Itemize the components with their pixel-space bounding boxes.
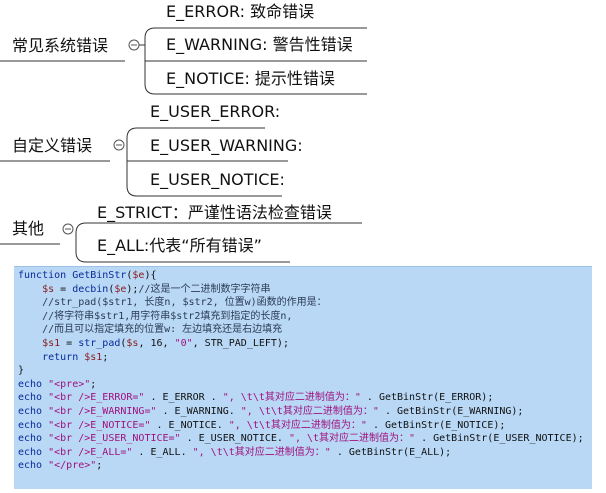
code-token: "</pre>" — [48, 460, 97, 472]
code-token: "<pre>" — [48, 378, 91, 390]
code-line: echo "<br />E_ERROR=" . E_ERROR . ", \t\… — [18, 391, 592, 405]
code-line: echo "<pre>"; — [18, 378, 592, 392]
code-token: "0" — [174, 337, 193, 349]
code-token: $s — [42, 283, 55, 295]
child-e-warning: E_WARNING: 警告性错误 — [166, 35, 353, 55]
code-line: echo "<br />E_WARNING=" . E_WARNING. ", … — [18, 405, 592, 419]
group-label-system-errors: 常见系统错误 — [12, 36, 108, 55]
code-snippet-panel: function GetBinStr($e){ $s = decbin($e);… — [14, 266, 592, 489]
code-token: . E_ALL. — [132, 446, 193, 458]
code-line: echo "<br />E_USER_NOTICE=" . E_USER_NOT… — [18, 432, 592, 446]
code-token: "<br />E_NOTICE=" — [48, 419, 151, 431]
code-token: echo — [18, 460, 49, 472]
code-token: ", \t\t其对应二进制值为：" — [192, 446, 331, 458]
code-token: //而且可以指定填充的位置w: 左边填充还是右边填充 — [18, 324, 283, 336]
code-token: . E_NOTICE. — [150, 419, 229, 431]
error-type-mindmap: 常见系统错误 E_ERROR: 致命错误 E_WARNING: 警告性错误 E_… — [0, 2, 367, 263]
code-token — [18, 284, 42, 295]
code-token: $e — [132, 270, 145, 281]
code-token: $s — [126, 337, 139, 349]
code-token: ( — [108, 283, 115, 295]
code-token: ", \t\t其对应二进制值为：" — [228, 419, 367, 431]
child-e-error: E_ERROR: 致命错误 — [166, 2, 314, 22]
code-line: //str_pad($str1, 长度n, $str2, 位置w)函数的作用是： — [18, 296, 592, 310]
code-line: } — [18, 364, 592, 378]
code-token: "<br />E_USER_NOTICE=" — [48, 433, 181, 445]
code-token: ; — [90, 378, 97, 390]
code-token: "<br />E_WARNING=" — [48, 405, 157, 417]
code-token: GetBinStr — [72, 270, 127, 281]
code-token: . E_WARNING. — [156, 405, 241, 417]
child-e-user-error: E_USER_ERROR: — [150, 102, 280, 122]
code-token: $s1 — [42, 337, 61, 349]
code-token: echo — [18, 446, 49, 458]
code-token: ){ — [144, 270, 157, 281]
code-token: , STR_PAD_LEFT); — [192, 337, 289, 349]
child-e-strict: E_STRICT：严谨性语法检查错误 — [97, 203, 332, 223]
code-token: = — [54, 283, 73, 295]
code-token: . E_ERROR . — [144, 392, 223, 404]
code-token: ( — [126, 270, 133, 281]
code-token: . GetBinStr(E_WARNING); — [378, 405, 524, 417]
code-token: decbin — [72, 283, 109, 295]
code-token: str_pad — [78, 337, 121, 349]
code-token: echo — [18, 378, 49, 390]
code-token: echo — [18, 405, 49, 417]
code-token: $e — [114, 283, 127, 295]
code-line: //将字符串$str1,用字符串$str2填充到指定的长度n, — [18, 310, 592, 324]
mindmap-group-system-errors: 常见系统错误 E_ERROR: 致命错误 E_WARNING: 警告性错误 E_… — [0, 2, 367, 95]
code-token: echo — [18, 392, 49, 404]
child-e-notice: E_NOTICE: 提示性错误 — [166, 69, 335, 89]
code-token: , 16, — [138, 337, 175, 349]
group-label-user-errors: 自定义错误 — [12, 136, 92, 155]
mindmap-group-other: 其他 E_STRICT：严谨性语法检查错误 E_ALL:代表“所有错误” — [0, 203, 362, 263]
code-token: //将字符串$str1,用字符串$str2填充到指定的长度n, — [18, 310, 293, 322]
code-line: echo "<br />E_ALL=" . E_ALL. ", \t\t其对应二… — [18, 446, 592, 460]
collapse-icon[interactable] — [62, 223, 74, 235]
code-token: return — [42, 351, 85, 363]
child-e-all: E_ALL:代表“所有错误” — [97, 236, 262, 256]
code-line: //而且可以指定填充的位置w: 左边填充还是右边填充 — [18, 323, 592, 337]
code-line: echo "</pre>"; — [18, 459, 592, 473]
child-e-user-notice: E_USER_NOTICE: — [150, 170, 285, 190]
code-token: ; — [102, 351, 109, 363]
code-token: echo — [18, 433, 49, 445]
branch-bracket — [75, 222, 87, 263]
code-token: = — [60, 337, 79, 349]
collapse-icon[interactable] — [128, 39, 140, 51]
code-line: $s = decbin($e);//这是一个二进制数字字符串 — [18, 283, 592, 297]
code-token: echo — [18, 419, 49, 431]
code-token: ; — [96, 460, 103, 472]
code-token: //这是一个二进制数字字符串 — [138, 283, 271, 295]
code-line: $s1 = str_pad($s, 16, "0", STR_PAD_LEFT)… — [18, 337, 592, 351]
code-line: echo "<br />E_NOTICE=" . E_NOTICE. ", \t… — [18, 419, 592, 433]
code-token: "<br />E_ALL=" — [48, 446, 133, 458]
code-token: "<br />E_ERROR=" — [48, 392, 145, 404]
code-token: //str_pad($str1, 长度n, $str2, 位置w)函数的作用是： — [18, 297, 327, 309]
group-label-other: 其他 — [12, 219, 44, 238]
php-code-block: function GetBinStr($e){ $s = decbin($e);… — [14, 267, 592, 473]
code-token: ); — [126, 283, 139, 295]
code-token: ", \t\t其对应二进制值为：" — [240, 405, 379, 417]
branch-bracket — [126, 127, 138, 197]
code-token — [18, 352, 42, 363]
code-token: . GetBinStr(E_NOTICE); — [366, 419, 506, 431]
code-token: function — [18, 270, 73, 281]
code-token: ", \t其对应二进制值为：" — [288, 433, 416, 445]
child-e-user-warning: E_USER_WARNING: — [150, 136, 303, 156]
code-line: return $s1; — [18, 351, 592, 365]
code-token: ", \t\t其对应二进制值为：" — [222, 392, 361, 404]
code-token: . GetBinStr(E_USER_NOTICE); — [415, 433, 584, 445]
code-token: ( — [120, 337, 127, 349]
code-token: $s1 — [84, 351, 103, 363]
code-line: function GetBinStr($e){ — [18, 269, 592, 283]
code-token: } — [18, 365, 25, 377]
code-token — [18, 338, 42, 349]
mindmap-group-user-errors: 自定义错误 E_USER_ERROR: E_USER_WARNING: E_US… — [0, 102, 303, 197]
code-token: . GetBinStr(E_ALL); — [330, 446, 452, 458]
code-token: . E_USER_NOTICE. — [180, 433, 289, 445]
collapse-icon[interactable] — [113, 139, 125, 151]
code-token: . GetBinStr(E_ERROR); — [360, 392, 494, 404]
